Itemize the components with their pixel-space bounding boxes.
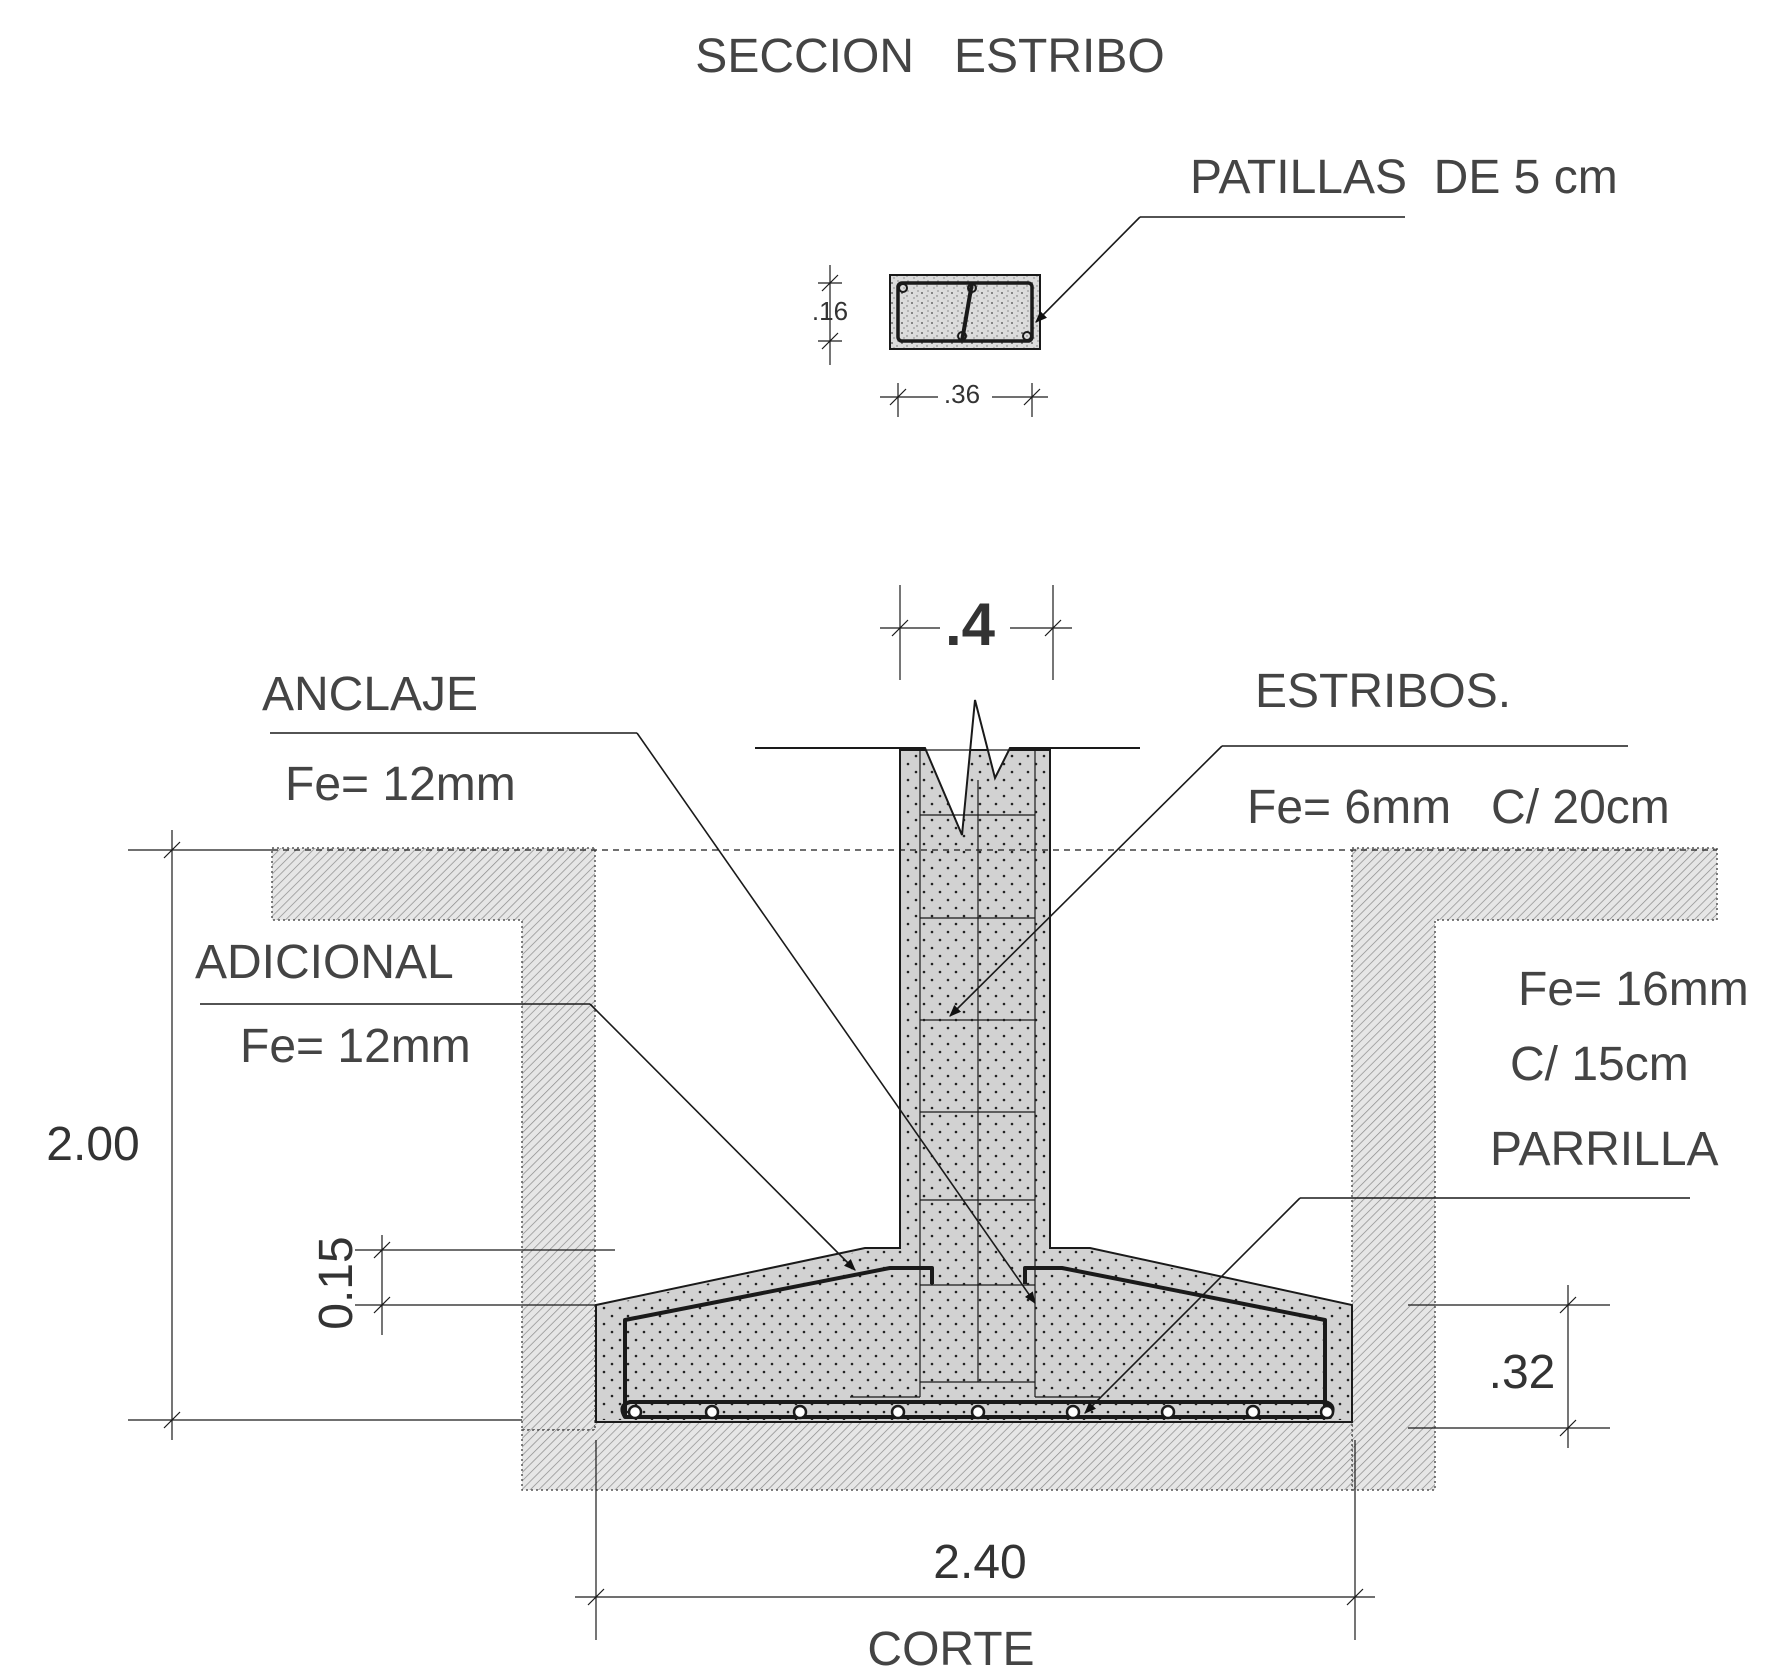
additional-bar-right	[1023, 1266, 1327, 1415]
drawing-title: SECCION ESTRIBO	[695, 30, 1164, 83]
parrilla-spec-1: Fe= 16mm	[1518, 963, 1749, 1016]
soil-left	[271, 847, 596, 1431]
adicional-title: ADICIONAL	[195, 936, 454, 989]
patillas-leader	[1035, 216, 1405, 323]
estribos-spec: Fe= 6mm C/ 20cm	[1247, 781, 1670, 834]
footing-width-label: 2.40	[933, 1536, 1026, 1589]
slope-dimension	[355, 1235, 615, 1335]
section-caption: CORTE	[867, 1623, 1034, 1673]
footing-dots	[598, 752, 1350, 1420]
slope-label: 0.15	[310, 1236, 363, 1329]
column-break-line	[755, 699, 1140, 836]
column-width-label: .4	[945, 591, 996, 658]
column-width-dimension	[880, 585, 1072, 680]
footing-thickness-dimension	[1408, 1285, 1610, 1448]
parrilla-spec-2: C/ 15cm	[1510, 1038, 1689, 1091]
patillas-note: PATILLAS DE 5 cm	[1190, 151, 1618, 204]
depth-dimension	[128, 830, 522, 1440]
soil-bottom	[521, 1421, 1353, 1491]
anclaje-spec: Fe= 12mm	[285, 758, 516, 811]
stirrup-height-label: .16	[812, 296, 848, 326]
anclaje-title: ANCLAJE	[262, 668, 478, 721]
depth-label: 2.00	[46, 1118, 139, 1171]
stirrup-width-label: .36	[944, 379, 980, 409]
adicional-spec: Fe= 12mm	[240, 1020, 471, 1073]
footing-thickness-label: .32	[1489, 1346, 1556, 1399]
parrilla-title: PARRILLA	[1490, 1123, 1719, 1176]
column-rebar	[850, 750, 1100, 1398]
footing-width-dimension	[575, 1440, 1375, 1640]
estribos-leader	[949, 745, 1628, 1017]
stirrup-width-dimension	[880, 382, 1048, 417]
stirrup-height-dimension	[818, 265, 842, 365]
parrilla-leader	[1084, 1197, 1690, 1414]
additional-bar	[623, 1266, 934, 1415]
grid-bar-dots	[627, 1404, 1335, 1420]
adicional-leader	[200, 1003, 856, 1271]
stirrup-section-detail	[889, 274, 1041, 350]
estribos-title: ESTRIBOS.	[1255, 665, 1511, 718]
anclaje-leader	[270, 732, 1036, 1304]
